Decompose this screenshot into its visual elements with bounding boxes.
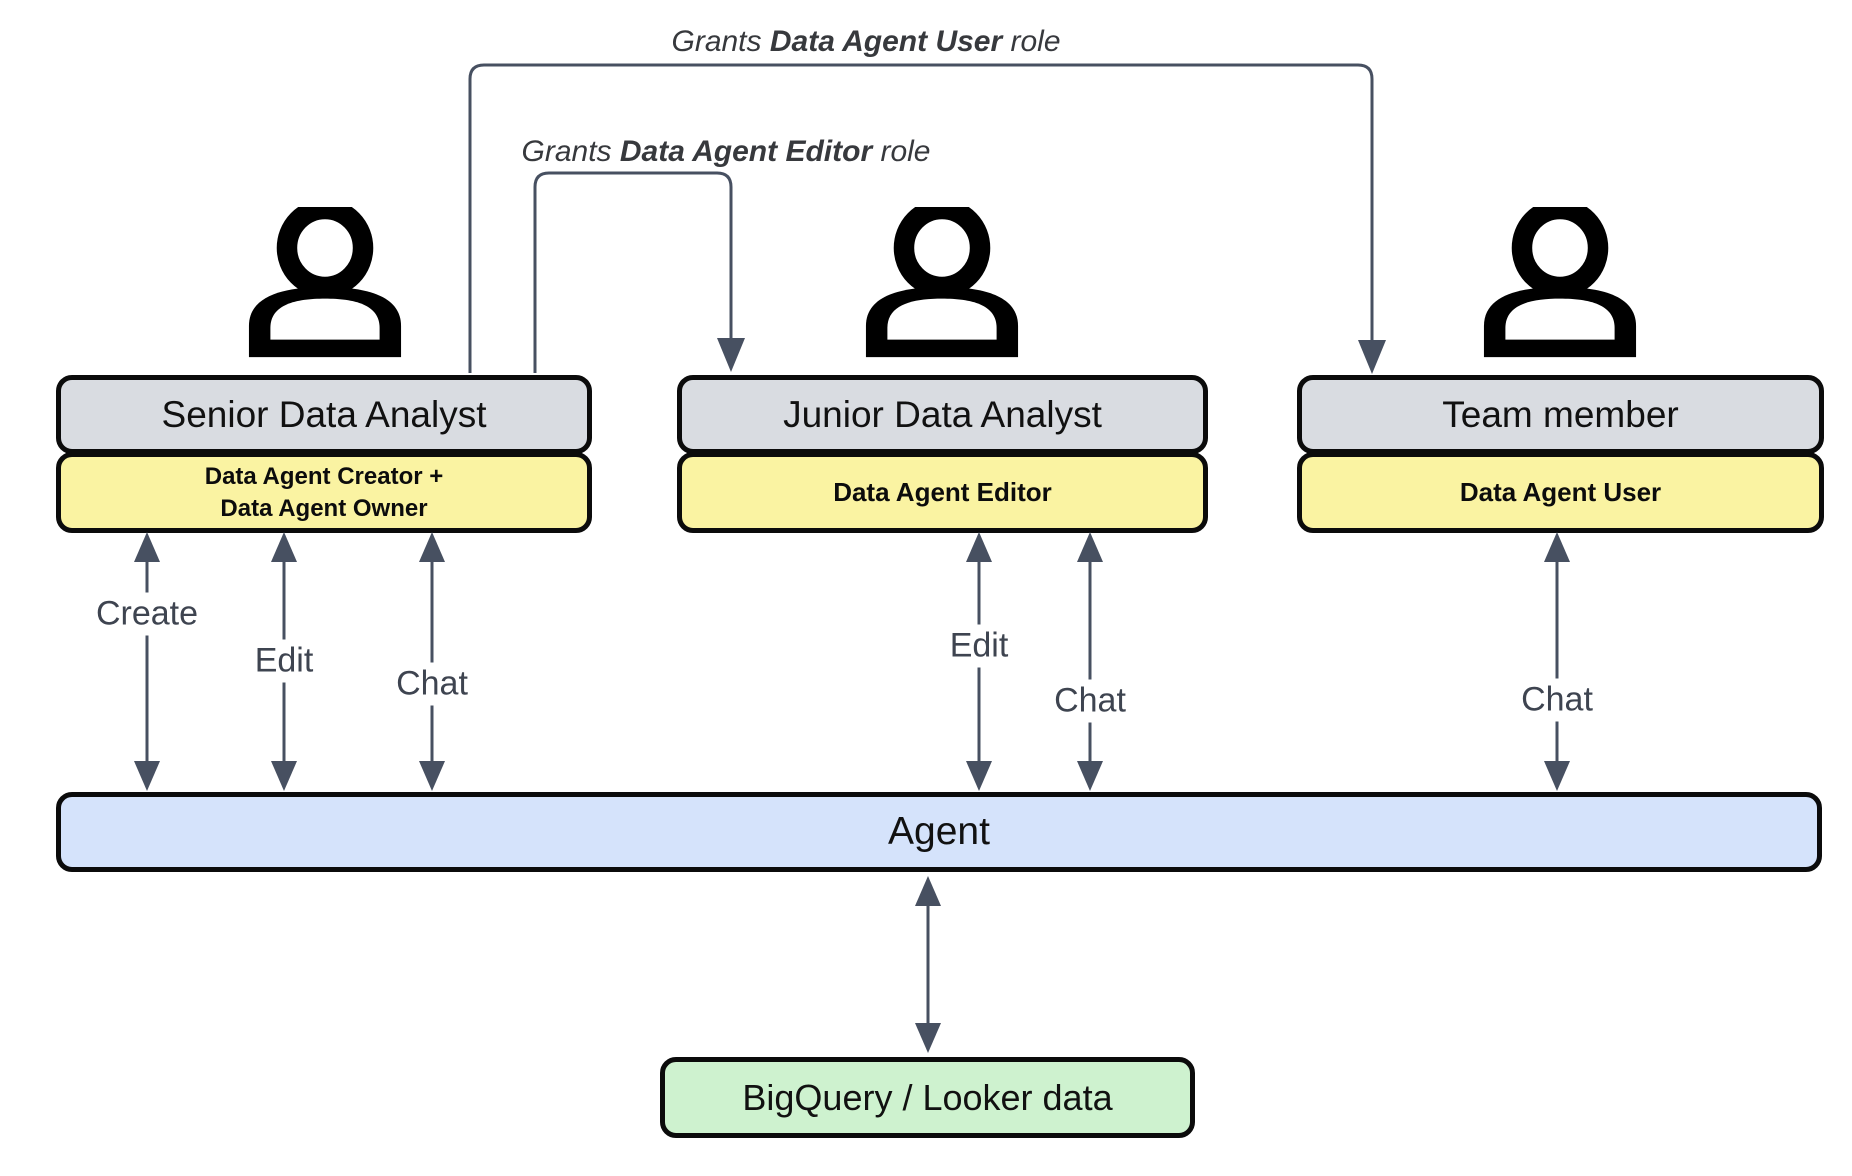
action-label-chat-junior: Chat [1048, 679, 1132, 723]
double-arrow-create [134, 532, 160, 791]
actor-name-box-senior: Senior Data Analyst [56, 375, 592, 454]
double-arrow-chat-team [1544, 532, 1570, 791]
action-label-edit-junior: Edit [943, 624, 1015, 668]
actor-name-junior: Junior Data Analyst [783, 393, 1102, 435]
agent-bar: Agent [56, 792, 1822, 872]
action-label-chat-team: Chat [1515, 678, 1599, 722]
actor-role-team: Data Agent User [1459, 477, 1662, 508]
grant-arrowhead-editor [717, 338, 745, 372]
grant-label-user: Grants Data Agent User role [665, 24, 1067, 60]
action-label-create-senior: Create [89, 592, 205, 636]
grant-label-editor-role: Data Agent Editor [619, 135, 873, 168]
double-arrow-agent-datastore [915, 876, 941, 1053]
actor-role-box-senior: Data Agent Creator + Data Agent Owner [56, 452, 592, 533]
actor-role-box-team: Data Agent User [1297, 452, 1824, 533]
grant-label-editor-suffix: role [872, 135, 931, 168]
person-icon [247, 207, 403, 363]
grant-label-editor-prefix: Grants [521, 135, 620, 168]
datastore-box: BigQuery / Looker data [660, 1057, 1195, 1138]
grant-label-user-prefix: Grants [671, 25, 770, 58]
grant-arrowhead-user [1358, 340, 1386, 374]
action-label-edit-senior: Edit [248, 639, 320, 683]
action-label-chat-senior: Chat [390, 662, 474, 706]
actor-role-box-junior: Data Agent Editor [677, 452, 1208, 533]
datastore-label: BigQuery / Looker data [742, 1076, 1113, 1118]
double-arrow-chat-junior [1077, 532, 1103, 791]
grant-label-user-suffix: role [1002, 25, 1061, 58]
actor-name-box-junior: Junior Data Analyst [677, 375, 1208, 454]
person-icon [864, 207, 1020, 363]
actor-role-junior: Data Agent Editor [833, 477, 1052, 508]
actor-role-senior: Data Agent Creator + Data Agent Owner [204, 463, 444, 522]
agent-label: Agent [888, 810, 990, 853]
grant-label-editor: Grants Data Agent Editor role [515, 134, 937, 170]
grant-label-user-role: Data Agent User [769, 25, 1003, 58]
actor-name-team: Team member [1442, 393, 1679, 435]
actor-name-senior: Senior Data Analyst [161, 393, 487, 435]
person-icon [1482, 207, 1638, 363]
grant-connector-editor [533, 171, 733, 373]
actor-name-box-team: Team member [1297, 375, 1824, 454]
double-arrow-chat-senior [419, 532, 445, 791]
